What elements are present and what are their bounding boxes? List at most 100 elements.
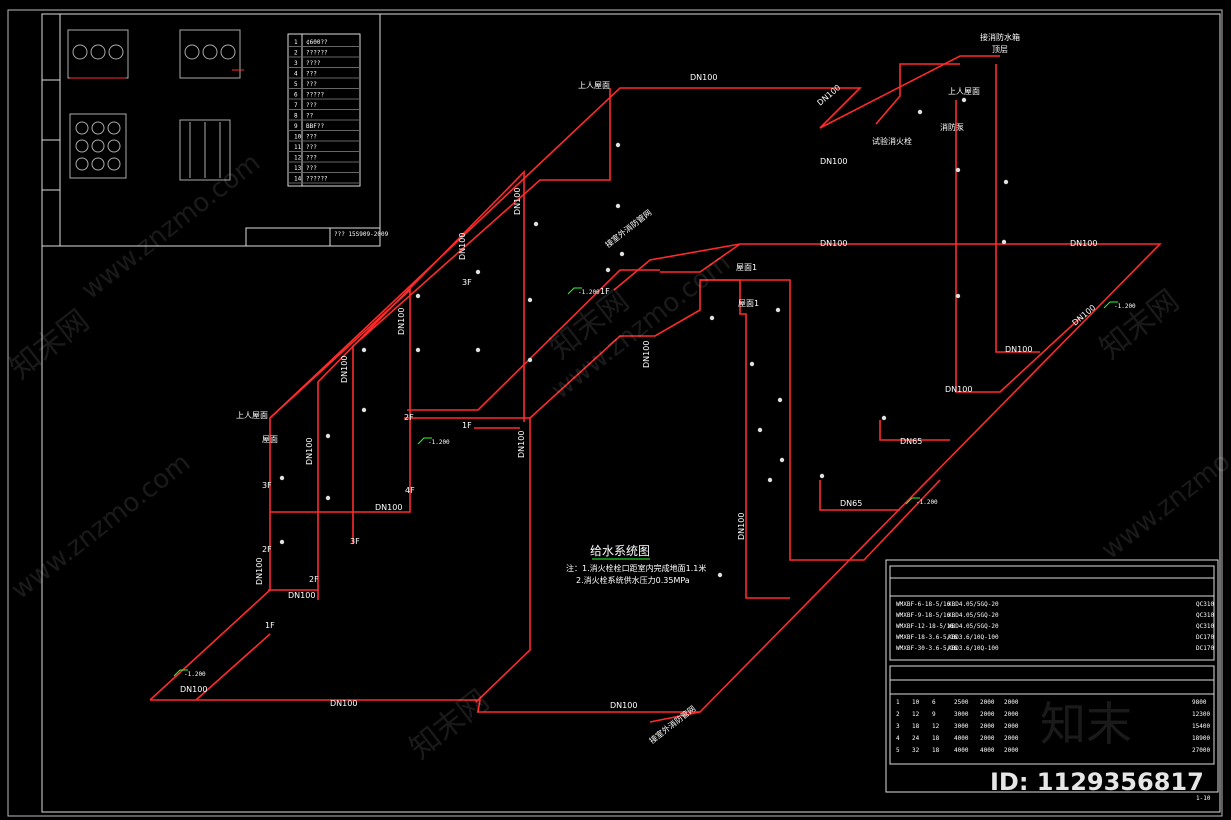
capacity-cell: 18 (932, 735, 940, 742)
legend-row-value: ??? (306, 155, 317, 162)
page-number: 1-10 (1196, 795, 1211, 802)
elevation-marker (1103, 301, 1118, 309)
riser-size-label: DN100 (255, 558, 264, 585)
equipment-code: QC310 (1196, 623, 1214, 630)
hydrant-icon (475, 347, 481, 353)
watermark-brand-1: 知末网 (3, 303, 95, 386)
watermark: www.znzmo.com www.znzmo.com www.znzmo.co… (3, 148, 1231, 796)
equipment-model: WMXBF-9-18-5/16 (896, 612, 951, 619)
legend-row-value: ??? (306, 165, 317, 172)
capacity-cell: 9800 (1192, 699, 1207, 706)
riser-size-label: DN100 (642, 341, 651, 368)
equipment-model: WMXBF-6-18-5/16 (896, 601, 951, 608)
hydrant-icon (475, 269, 481, 275)
hydrant-icon (279, 475, 285, 481)
equipment-code: QC310 (1196, 601, 1214, 608)
hydrant-icon (361, 347, 367, 353)
pipe-size-label: DN100 (330, 699, 357, 708)
elevation-marker (567, 287, 582, 295)
capacity-cell: 5 (896, 747, 900, 754)
hydrant-markers (279, 97, 1009, 578)
special-label: 接消防水箱 (980, 32, 1020, 42)
floor-labels: 1F2F3F4F1F2F3F1F2F3F屋面顶层上人屋面上人屋面上人屋面屋面1屋… (236, 45, 1008, 630)
equipment-pump: XBD4.05/5GQ-20 (948, 623, 999, 630)
special-label: 试验消火栓 (872, 136, 912, 146)
hydrant-icon (955, 167, 961, 173)
diagram-title: 给水系统图 (590, 544, 650, 558)
floor-label: 2F (404, 413, 414, 422)
floor-label: 2F (262, 545, 272, 554)
legend-row-number: 4 (294, 71, 298, 78)
riser-size-label: DN100 (458, 233, 467, 260)
watermark-text-4: www.znzmo.com (1096, 408, 1231, 566)
hydrant-icon (325, 495, 331, 501)
hydrant-icon (527, 357, 533, 363)
capacity-cell: 2500 (954, 699, 969, 706)
hydrant-icon (777, 397, 783, 403)
legend-row-number: 10 (294, 134, 302, 141)
legend-row-value: ???? (306, 60, 321, 67)
capacity-cell: 4000 (980, 747, 995, 754)
pipe-size-label: DN100 (610, 701, 637, 710)
pipe-size-label: DN100 (288, 591, 315, 600)
legend-row-number: 14 (294, 176, 302, 183)
hydrant-icon (619, 251, 625, 257)
pipe-size-label: DN100 (375, 503, 402, 512)
legend-row-number: 1 (294, 39, 298, 46)
riser-size-label: DN100 (737, 513, 746, 540)
hydrant-icon (1001, 239, 1007, 245)
riser-size-label: DN100 (397, 308, 406, 335)
capacity-cell: 18900 (1192, 735, 1210, 742)
capacity-cell: 2000 (1004, 735, 1019, 742)
hydrant-icon (279, 539, 285, 545)
legend-row-value: ?????? (306, 176, 328, 183)
capacity-cell: 2000 (1004, 699, 1019, 706)
hydrant-icon (605, 267, 611, 273)
capacity-cell: 32 (912, 747, 920, 754)
hydrant-icon (881, 415, 887, 421)
legend-row-value: ????? (306, 92, 324, 99)
legend-row-number: 7 (294, 102, 298, 109)
capacity-cell: 2000 (1004, 723, 1019, 730)
legend-row-value: ??? (306, 144, 317, 151)
pipe-size-label: DN100 (690, 73, 717, 82)
capacity-cell: 24 (912, 735, 920, 742)
capacity-cell: 3000 (954, 723, 969, 730)
hydrant-icon (361, 407, 367, 413)
capacity-cell: 12300 (1192, 711, 1210, 718)
hydrant-icon (717, 572, 723, 578)
pipe-size-label: DN100 (1005, 345, 1032, 354)
capacity-cell: 9 (932, 711, 936, 718)
hydrant-icon (415, 293, 421, 299)
equipment-code: QC310 (1196, 612, 1214, 619)
hydrant-icon (819, 473, 825, 479)
hydrant-icon (527, 297, 533, 303)
elevation-labels: -1.200-1.200-1.200-1.200-1.200 (173, 287, 1136, 678)
floor-label: 屋面1 (736, 263, 757, 272)
pipe-size-label: DN65 (840, 499, 862, 508)
capacity-cell: 4000 (954, 747, 969, 754)
capacity-cell: 10 (912, 699, 920, 706)
capacity-cell: 4 (896, 735, 900, 742)
capacity-cell: 2000 (980, 711, 995, 718)
capacity-cell: 3000 (954, 711, 969, 718)
equipment-pump: XBD3.6/10Q-100 (948, 645, 999, 652)
hydrant-icon (709, 315, 715, 321)
capacity-cell: 12 (912, 711, 920, 718)
pipe-size-label: DN100 (820, 157, 847, 166)
legend-row-value: ??? (306, 134, 317, 141)
riser-size-labels: DN100DN100DN100DN100DN100DN100DN100DN100… (255, 188, 746, 585)
equipment-model: WMXBF-18-3.6-5/16 (896, 634, 958, 641)
pipe-size-label: DN100 (945, 385, 972, 394)
special-label: 消防泵 (940, 122, 964, 132)
floor-label: 屋面 (262, 435, 278, 444)
capacity-cell: 2000 (980, 723, 995, 730)
legend-row-value: ??? (306, 71, 317, 78)
equipment-pump: XBD3.6/10Q-100 (948, 634, 999, 641)
hydrant-icon (533, 221, 539, 227)
riser-size-label: DN100 (340, 356, 349, 383)
special-label: 接室外消防管网 (603, 207, 653, 249)
floor-label: 上人屋面 (948, 87, 980, 96)
